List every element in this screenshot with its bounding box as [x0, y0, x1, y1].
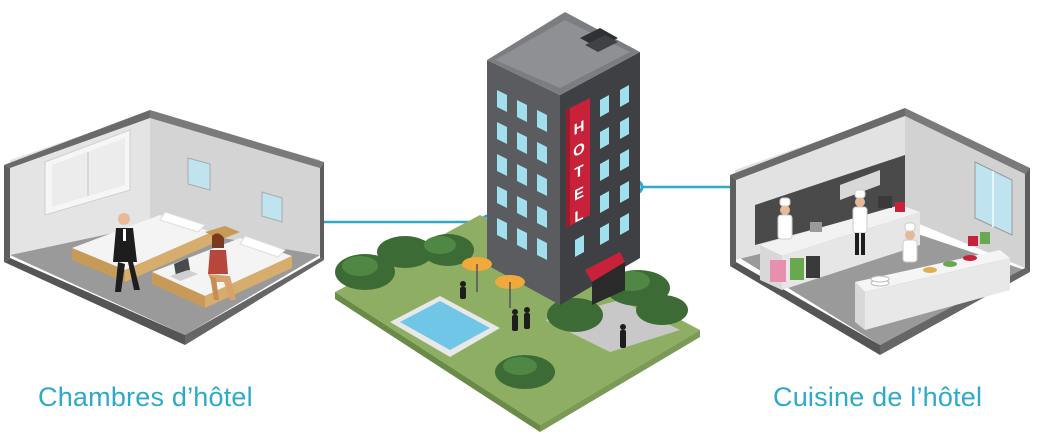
guest-woman-figure — [208, 233, 236, 300]
hotel-sign-letter: T — [574, 162, 583, 183]
parasol — [462, 257, 525, 308]
connector-right — [628, 179, 735, 195]
caption-hotel-rooms: Chambres d’hôtel — [38, 382, 253, 412]
hotel-sign-letter: O — [573, 139, 585, 161]
laptop-icon — [170, 258, 198, 281]
hotel-room-illustration — [4, 110, 324, 345]
chef-figure — [902, 222, 918, 263]
hotel-sign-letter: H — [574, 118, 585, 139]
hotel-sign-letter: L — [574, 206, 583, 227]
caption-hotel-kitchen: Cuisine de l’hôtel — [773, 382, 983, 412]
hotel-building-illustration: H O T E L — [335, 12, 700, 432]
chef-figure — [777, 197, 793, 240]
hotel-sign-letter: E — [574, 184, 584, 205]
chef-figure — [852, 189, 868, 255]
swimming-pool — [390, 296, 500, 357]
guest-man-figure — [113, 213, 140, 292]
hotel-kitchen-illustration — [730, 108, 1030, 355]
hotel-sign: H O T E L — [566, 98, 590, 228]
